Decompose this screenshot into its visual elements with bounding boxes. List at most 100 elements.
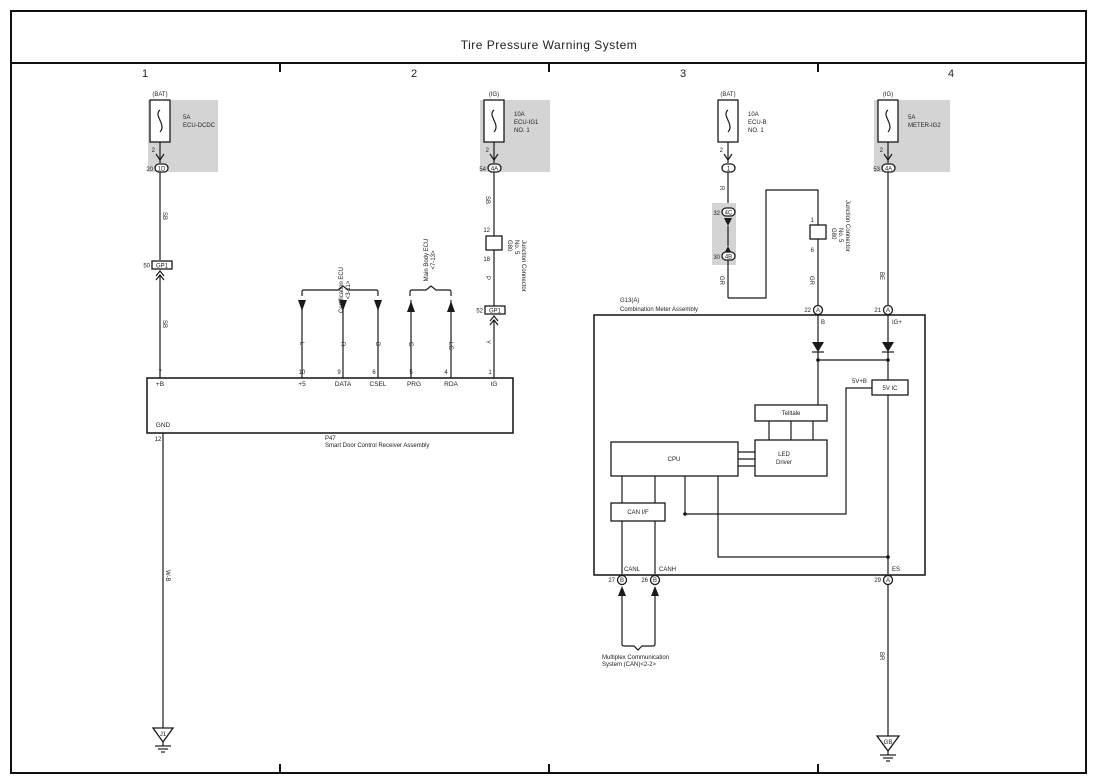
pin-number: 54 [479,167,486,173]
fuse-supply: (IG) [883,92,893,98]
wire-left-column: SB GP1 50 SB 7 [143,172,173,378]
junction-g80-b [809,224,827,240]
pin-number: 20 [146,167,153,173]
group-name: Main Body ECU [424,239,430,282]
can-if-block [610,502,666,522]
receiver-code: P47 [325,436,336,442]
pin-number: 9 [337,370,341,376]
wire-color: GR [718,276,724,286]
pin-number: 21 [874,308,881,314]
pin-label: CANH [659,567,676,573]
pin-29 [882,574,894,586]
pin-number: 12 [155,437,162,443]
wire-color: B [374,342,380,346]
pin-number: 1 [811,218,815,224]
fuse-supply: (BAT) [720,92,735,98]
pin-21 [882,304,894,316]
ground-j1 [151,727,175,744]
junction-g80-a [485,235,503,251]
pin-number: 30 [713,255,720,261]
pin-number: 26 [641,578,648,584]
pin-number: 53 [873,167,880,173]
pin-number: 50 [143,264,150,270]
connector-label: 4A [491,167,498,173]
diode-b [812,342,824,352]
column-label: 2 [411,68,417,80]
junction-desc: Junction Connector [844,200,850,252]
diagram-title: Tire Pressure Warning System [461,38,638,52]
ic-label: 5V IC [882,386,898,392]
pin-number: 22 [804,308,811,314]
wire-color: SB [161,320,167,328]
pin-conn: B [620,578,624,584]
fuse-amp: 5A [183,115,190,121]
pin-label: IG [491,381,498,388]
junction-name: G80 [506,240,512,252]
diode-ig [882,342,894,352]
meter-box [593,314,926,576]
wire-color: GR [808,276,814,286]
column-label: 1 [142,68,148,80]
pin-label: IG+ [892,320,902,326]
pin-conn: B [653,578,657,584]
wire-color: SB [161,212,167,220]
connector-label: GP1 [489,309,502,315]
pin-number: 27 [608,578,615,584]
connector-gp1-left [151,260,173,270]
connector-label: 1D [158,167,166,173]
fuse-name: ECU-B [748,120,767,126]
pin-number: 6 [372,370,376,376]
connector-4c [721,207,736,217]
wire-color: BE [878,272,884,280]
wire-ecu-b: R 4C 32 4B 30 GR 1 6 G80 No. 5 Junction … [712,172,850,306]
wire-color: BR [878,652,884,661]
meter-name: Combination Meter Assembly [620,307,698,313]
cpu-label: CPU [668,457,681,463]
pin-number: 12 [483,228,490,234]
group-name-2: System (CAN)<2-2> [602,662,657,668]
connector-label: 4B [725,255,732,261]
pin-number: 2 [152,148,156,154]
pin-label: B [821,320,825,326]
group-brace [621,640,656,651]
cpu-block [610,441,739,477]
column-label: 3 [680,68,686,80]
wire-es-gb: BR GB [875,585,901,762]
pin-number: 6 [811,248,815,254]
certification-ecu-wires: Certification ECU <3-11> L R B 10 9 6 [298,267,382,378]
connector-label: GP1 [156,264,169,270]
pin-number: 10 [299,370,306,376]
pin-number: 29 [874,578,881,584]
fuse-ecu-ig1: (IG) 10A ECU-IG1 NO. 1 2 4A 54 [479,92,550,173]
sv-label: 5V+B [852,379,867,385]
pin-number: 1 [488,370,492,376]
fuse-ecu-b: (BAT) 10A ECU-B NO. 1 2 1 [717,92,767,173]
ground-label: GB [884,740,893,746]
pin-number: 4 [444,370,448,376]
pin-label: DATA [335,381,352,388]
junction-name: G80 [830,228,836,240]
pin-number: 7 [158,370,162,376]
pin-conn: A [886,308,890,314]
wire-color: Y [484,340,490,344]
pin-label: CSEL [370,381,387,388]
driver-label: Driver [776,460,792,466]
fuse-name: METER-IG2 [908,123,941,129]
pin-label: RDA [444,381,458,388]
group-name: Certification ECU [339,267,345,313]
ground-gb [875,735,901,753]
junction-sub: No. 5 [513,240,519,255]
group-ref: <7-13> [431,250,437,270]
gnd-label: GND [156,422,171,429]
receiver-name: Smart Door Control Receiver Assembly [325,443,429,449]
pin-27 [616,574,628,586]
pin-number: 2 [880,148,884,154]
fuse-name: ECU-DCDC [183,123,216,129]
fuse-ecu-dcdc: (BAT) 5A ECU-DCDC 2 1D 20 [146,92,218,173]
wire-color: SB [484,196,490,204]
connector-gp1-mid [484,305,506,315]
connector-1d [154,163,169,173]
fuse-supply: (IG) [489,92,499,98]
wire-color: R [339,342,345,347]
